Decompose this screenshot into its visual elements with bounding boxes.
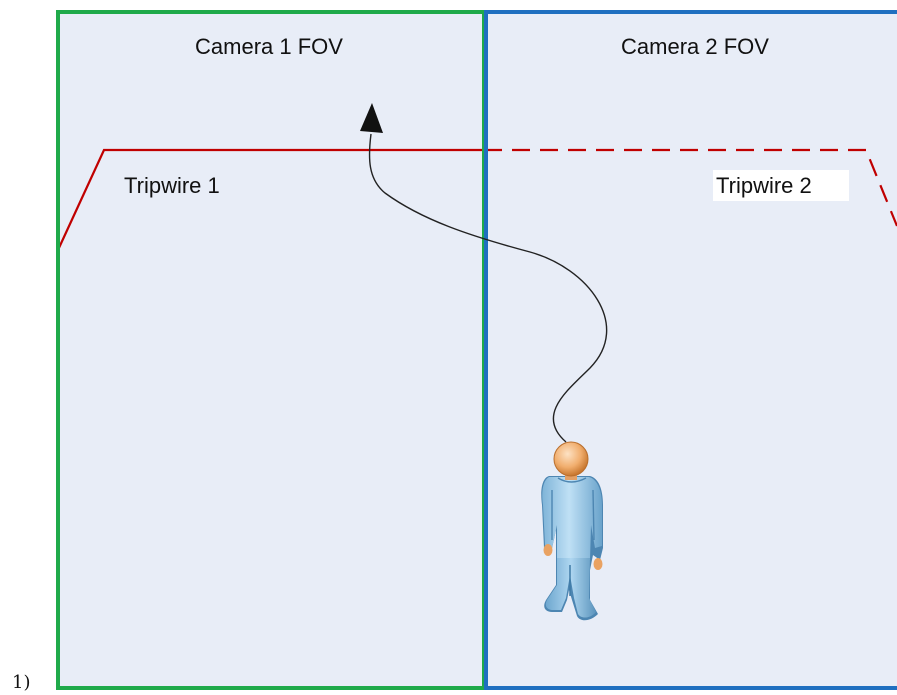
figure-number: 1) xyxy=(12,672,31,693)
camera-2-fov-label: Camera 2 FOV xyxy=(621,34,769,59)
tripwire-1-label: Tripwire 1 xyxy=(124,173,220,198)
tripwire-1-line xyxy=(57,148,484,251)
camera-2-fov-border xyxy=(484,10,897,690)
tripwire-2-label: Tripwire 2 xyxy=(716,173,812,198)
camera-1-fov-area xyxy=(58,12,484,688)
walking-path xyxy=(368,133,608,443)
arrowhead-icon xyxy=(360,103,383,133)
camera-1-fov-label: Camera 1 FOV xyxy=(195,34,343,59)
tripwire-2-line xyxy=(484,148,897,227)
tripwire-2-label-background xyxy=(713,170,849,201)
camera-2-fov-area xyxy=(484,12,897,688)
person-icon xyxy=(541,441,603,621)
